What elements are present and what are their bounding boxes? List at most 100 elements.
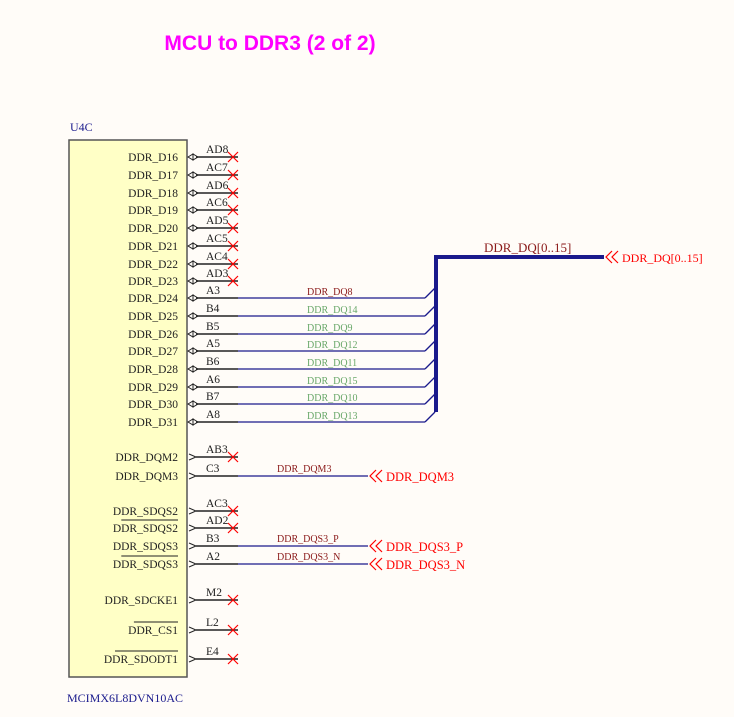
bidirectional-pin-icon: [187, 400, 199, 408]
pin-number: A5: [206, 338, 220, 350]
port-label: DDR_DQS3_N: [386, 558, 465, 572]
pin-number: AD6: [206, 180, 229, 192]
output-pin-icon: [188, 655, 198, 663]
net-label: DDR_DQ8: [307, 287, 353, 298]
pin-name: DDR_D19: [128, 205, 178, 217]
pin-name: DDR_SDQS2: [113, 506, 178, 518]
output-pin-icon: [188, 596, 198, 604]
port-label: DDR_DQS3_P: [386, 540, 463, 554]
no-connect-icon: [227, 275, 239, 287]
no-connect-icon: [227, 204, 239, 216]
port-ddr-dqs3-p[interactable]: DDR_DQS3_P: [369, 539, 463, 554]
bidirectional-pin-icon: [187, 383, 199, 391]
pin-ab3[interactable]: DDR_DQM2 AB3: [115, 444, 239, 464]
pin-name: DDR_D20: [128, 223, 178, 235]
component-part-number: MCIMX6L8DVN10AC: [67, 691, 183, 705]
output-pin-icon: [188, 507, 198, 515]
bus-line[interactable]: [434, 255, 604, 412]
pin-name: DDR_DQM2: [115, 452, 178, 464]
bus-entry: [424, 393, 436, 405]
pin-number: A8: [206, 409, 220, 421]
pin-name: DDR_D21: [128, 241, 178, 253]
net-label: DDR_DQ14: [307, 305, 358, 316]
component-body[interactable]: [68, 139, 188, 678]
pin-number: AC6: [206, 197, 228, 209]
pin-number: A2: [206, 551, 220, 563]
bidirectional-pin-icon: [187, 294, 199, 302]
pin-number: AC5: [206, 233, 228, 245]
pin-ac3[interactable]: DDR_SDQS2 AC3: [113, 498, 239, 518]
pin-name: DDR_D29: [128, 382, 178, 394]
pin-number: AD2: [206, 515, 229, 527]
no-connect-icon: [227, 187, 239, 199]
pin-name: DDR_SDCKE1: [105, 595, 179, 607]
pin-name: DDR_D16: [128, 152, 178, 164]
bidirectional-pin-icon: [187, 242, 199, 250]
pin-number: B7: [206, 391, 220, 403]
pin-number: AB3: [206, 444, 228, 456]
output-pin-icon: [188, 626, 198, 634]
pin-number: AC4: [206, 251, 228, 263]
net-label: DDR_DQ10: [307, 393, 358, 404]
pin-ac6[interactable]: DDR_D19 AC6: [128, 197, 239, 217]
no-connect-icon: [227, 222, 239, 234]
pin-name: DDR_D22: [128, 259, 178, 271]
net-label: DDR_DQ12: [307, 340, 358, 351]
bidirectional-pin-icon: [187, 365, 199, 373]
pin-name: DDR_D30: [128, 399, 178, 411]
pin-ac5[interactable]: DDR_D21 AC5: [128, 233, 239, 253]
port-arrow-icon: [369, 557, 383, 571]
bidirectional-pin-icon: [187, 153, 199, 161]
pin-name: DDR_D31: [128, 417, 178, 429]
pin-name: DDR_SDQS2: [113, 523, 178, 535]
pin-name: DDR_D23: [128, 276, 178, 288]
output-pin-icon: [188, 472, 198, 480]
pin-number: AC3: [206, 498, 228, 510]
port-ddr-dqm3[interactable]: DDR_DQM3: [369, 469, 454, 484]
output-pin-icon: [188, 524, 198, 532]
pin-number: B6: [206, 356, 220, 368]
no-connect-icon: [227, 624, 239, 636]
sheet-title: MCU to DDR3 (2 of 2): [164, 32, 376, 55]
pin-ad2[interactable]: DDR_SDQS2 AD2: [113, 515, 239, 535]
no-connect-icon: [227, 505, 239, 517]
bidirectional-pin-icon: [187, 189, 199, 197]
no-connect-icon: [227, 258, 239, 270]
pin-ac4[interactable]: DDR_D22 AC4: [128, 251, 239, 271]
bus-port-label: DDR_DQ[0..15]: [622, 251, 703, 265]
no-connect-icon: [227, 240, 239, 252]
net-label: DDR_DQS3_N: [277, 552, 340, 563]
pin-b7[interactable]: DDR_D30 B7 DDR_DQ10: [128, 391, 436, 411]
pin-number: B4: [206, 303, 220, 315]
pin-name: DDR_SDQS3: [113, 541, 178, 553]
bidirectional-pin-icon: [187, 171, 199, 179]
pin-name: DDR_SDQS3: [113, 559, 178, 571]
bidirectional-pin-icon: [187, 347, 199, 355]
bus-port[interactable]: DDR_DQ[0..15]: [605, 250, 703, 265]
output-pin-icon: [188, 560, 198, 568]
pin-number: B5: [206, 321, 220, 333]
pin-name: DDR_DQM3: [115, 471, 178, 483]
port-ddr-dqs3-n[interactable]: DDR_DQS3_N: [369, 557, 465, 572]
bidirectional-pin-icon: [187, 224, 199, 232]
no-connect-icon: [227, 151, 239, 163]
